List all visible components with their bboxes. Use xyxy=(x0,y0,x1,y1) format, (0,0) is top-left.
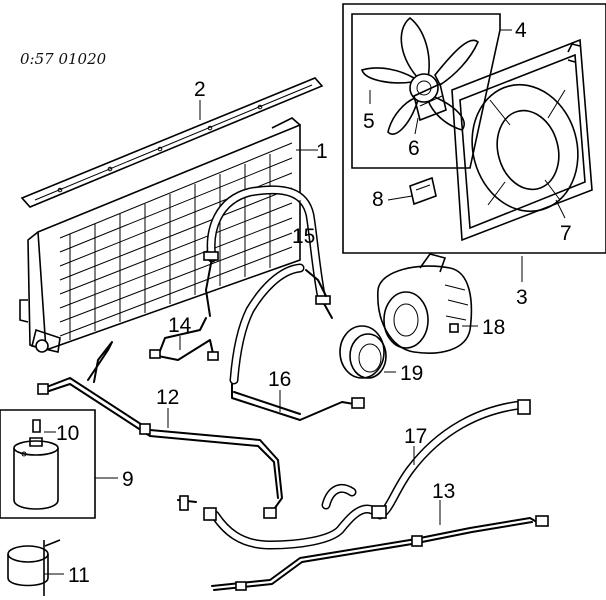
receiver-drier-box xyxy=(0,409,96,519)
callout-7: 7 xyxy=(560,222,572,245)
fan-motor xyxy=(413,82,447,122)
drier-bracket xyxy=(7,539,61,596)
fan-motor-box xyxy=(351,13,501,169)
bracket xyxy=(409,176,437,206)
receiver-drier xyxy=(13,437,59,510)
clutch-pulley xyxy=(339,325,387,379)
pipe-12 xyxy=(37,341,283,519)
callout-18: 18 xyxy=(482,316,505,339)
callout-2: 2 xyxy=(194,78,206,101)
compressor xyxy=(377,253,473,354)
fan-shroud xyxy=(451,38,593,242)
callout-9: 9 xyxy=(122,468,134,491)
tube-14 xyxy=(149,317,219,361)
callout-16: 16 xyxy=(268,368,291,391)
callout-17: 17 xyxy=(404,425,427,448)
callout-15: 15 xyxy=(292,225,315,248)
callout-14: 14 xyxy=(168,314,192,337)
callout-11: 11 xyxy=(68,564,90,587)
callout-6: 6 xyxy=(408,137,420,160)
hose-15 xyxy=(203,185,333,319)
callout-19: 19 xyxy=(400,362,423,385)
fan-assembly-box xyxy=(342,3,606,254)
callout-10: 10 xyxy=(56,422,79,445)
hose-17 xyxy=(177,399,531,550)
leader-lines xyxy=(44,29,566,575)
callout-3: 3 xyxy=(516,286,528,309)
diagram-code: 0:57 01020 xyxy=(20,50,107,68)
callout-1: 1 xyxy=(316,140,328,163)
callout-5: 5 xyxy=(363,110,375,133)
seal-strip xyxy=(20,77,324,208)
callout-4: 4 xyxy=(515,19,527,42)
hose-16 xyxy=(229,263,365,421)
pressure-switch xyxy=(32,419,41,433)
callouts: 1 2 3 4 5 6 7 8 9 10 11 12 13 14 15 16 1… xyxy=(56,19,572,587)
condenser xyxy=(19,117,301,353)
callout-13: 13 xyxy=(432,480,455,503)
pipe-13 xyxy=(211,515,549,591)
callout-8: 8 xyxy=(372,188,384,211)
callout-12: 12 xyxy=(156,386,179,409)
